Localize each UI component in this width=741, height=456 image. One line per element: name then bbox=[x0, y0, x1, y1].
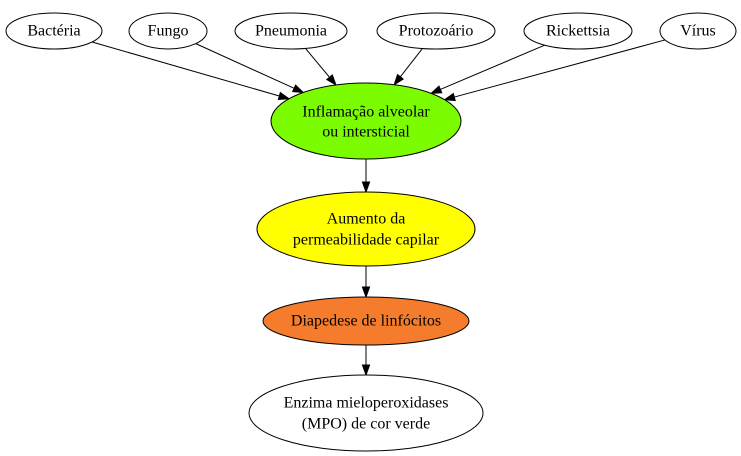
edge-rickettsia-to-inflamacao bbox=[429, 44, 545, 94]
node-fungo: Fungo bbox=[128, 12, 208, 50]
node-pneumonia-shape bbox=[234, 12, 348, 50]
edge-inflamacao-to-aumento bbox=[361, 159, 371, 194]
node-rickettsia-shape bbox=[523, 12, 633, 50]
node-protozoario: Protozoário bbox=[376, 12, 496, 50]
arrowhead bbox=[443, 92, 456, 102]
node-virus-shape bbox=[659, 12, 737, 50]
node-fungo-shape bbox=[128, 12, 208, 50]
node-aumento-label-line-1: Aumento da bbox=[327, 211, 406, 228]
edge-virus-to-inflamacao bbox=[443, 39, 666, 102]
arrowhead bbox=[393, 73, 405, 86]
edge-line bbox=[305, 48, 330, 78]
arrowhead bbox=[325, 74, 337, 87]
node-enzima-shape bbox=[248, 374, 484, 452]
node-aumento-shape bbox=[256, 191, 476, 267]
node-enzima-label-line-2: (MPO) de cor verde bbox=[302, 416, 430, 433]
node-enzima: Enzima mieloperoxidases (MPO) de cor ver… bbox=[248, 374, 484, 452]
node-inflamacao-shape bbox=[270, 82, 462, 160]
arrowhead bbox=[277, 91, 291, 101]
node-pneumonia: Pneumonia bbox=[234, 12, 348, 50]
node-rickettsia: Rickettsia bbox=[523, 12, 633, 50]
edge-line bbox=[195, 43, 295, 89]
node-bacteria-label: Bactéria bbox=[27, 23, 80, 40]
node-virus: Vírus bbox=[659, 12, 737, 50]
node-fungo-label: Fungo bbox=[148, 23, 189, 40]
node-protozoario-label: Protozoário bbox=[399, 23, 474, 40]
arrowhead bbox=[361, 364, 371, 377]
node-diapedese-label: Diapedese de linfócitos bbox=[291, 313, 441, 330]
node-protozoario-shape bbox=[376, 12, 496, 50]
edge-pneumonia-to-inflamacao bbox=[305, 48, 337, 87]
arrowhead bbox=[291, 84, 305, 94]
edge-line bbox=[440, 44, 545, 90]
edge-protozoario-to-inflamacao bbox=[393, 48, 423, 86]
edge-line bbox=[91, 41, 280, 97]
node-enzima-label-line-1: Enzima mieloperoxidases bbox=[284, 395, 449, 412]
edge-aumento-to-diapedese bbox=[361, 266, 371, 299]
edge-bacteria-to-inflamacao bbox=[91, 41, 291, 101]
arrowhead bbox=[361, 181, 371, 194]
node-pneumonia-label: Pneumonia bbox=[255, 23, 327, 40]
node-aumento-label-line-2: permeabilidade capilar bbox=[293, 232, 440, 249]
node-diapedese: Diapedese de linfócitos bbox=[262, 296, 470, 346]
edge-line bbox=[454, 39, 666, 98]
edges-layer bbox=[91, 39, 666, 377]
node-inflamacao: Inflamação alveolar ou intersticial bbox=[270, 82, 462, 160]
node-diapedese-shape bbox=[262, 296, 470, 346]
node-virus-label: Vírus bbox=[680, 23, 716, 40]
node-bacteria-shape bbox=[5, 12, 103, 50]
node-inflamacao-label-line-1: Inflamação alveolar bbox=[302, 104, 430, 121]
node-rickettsia-label: Rickettsia bbox=[546, 23, 610, 40]
node-bacteria: Bactéria bbox=[5, 12, 103, 50]
edge-line bbox=[399, 48, 423, 78]
arrowhead bbox=[361, 286, 371, 299]
node-aumento: Aumento da permeabilidade capilar bbox=[256, 191, 476, 267]
edge-fungo-to-inflamacao bbox=[195, 43, 305, 94]
arrowhead bbox=[429, 85, 443, 94]
node-inflamacao-label-line-2: ou intersticial bbox=[322, 124, 410, 141]
edge-diapedese-to-enzima bbox=[361, 345, 371, 377]
